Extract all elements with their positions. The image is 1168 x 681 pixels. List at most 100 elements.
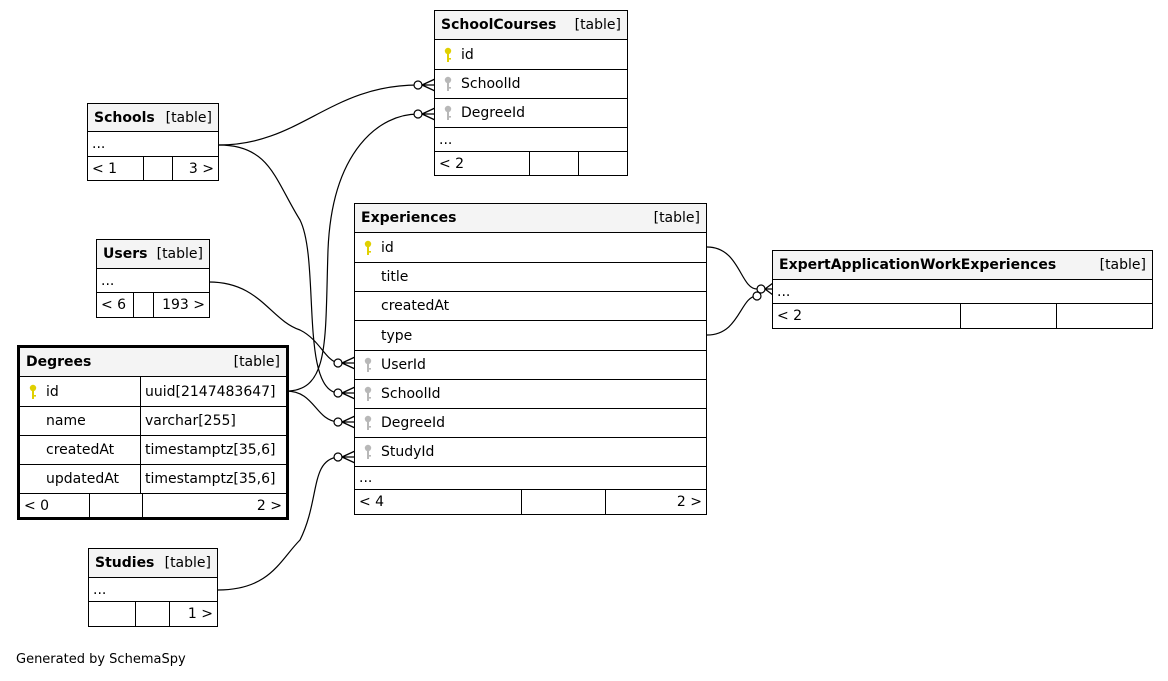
column-row[interactable]: UserId (355, 351, 706, 380)
parents-count[interactable]: < 2 (435, 152, 530, 175)
table-type: [table] (164, 555, 211, 571)
column-name: SchoolId (381, 386, 441, 402)
table-degrees[interactable]: Degrees [table] id uuid[2147483647] name… (17, 345, 289, 520)
more-columns-ellipsis: ... (773, 280, 1152, 304)
column-name: StudyId (381, 444, 435, 460)
column-row[interactable]: type (355, 321, 706, 351)
parents-count[interactable]: < 4 (355, 490, 522, 514)
column-row[interactable]: id uuid[2147483647] (20, 377, 286, 407)
parents-count[interactable]: < 0 (20, 494, 90, 517)
primary-key-icon (355, 240, 381, 256)
columns-count (961, 304, 1057, 328)
children-count[interactable]: 2 > (676, 494, 702, 510)
children-count[interactable]: 193 > (162, 297, 205, 313)
table-footer: < 2 (435, 152, 627, 175)
edge-users-experiences (208, 281, 339, 364)
table-header: Users [table] (97, 240, 209, 269)
table-header: Degrees [table] (20, 348, 286, 377)
children-count[interactable] (1057, 304, 1152, 328)
column-row[interactable]: title (355, 263, 706, 292)
table-name: Schools (94, 109, 155, 126)
edge-schools-experiences (218, 144, 339, 394)
table-type: [table] (233, 354, 280, 370)
table-footer: < 0 2 > (20, 494, 286, 517)
table-header: Schools [table] (88, 104, 218, 132)
column-name: id (46, 383, 59, 400)
column-row[interactable]: id (435, 40, 627, 70)
table-schoolcourses[interactable]: SchoolCourses [table] id SchoolId Degree… (434, 10, 628, 176)
children-count[interactable]: 2 > (256, 497, 282, 514)
table-studies[interactable]: Studies [table] ... 1 > (88, 548, 218, 627)
parents-count[interactable]: < 2 (773, 304, 961, 328)
column-name: name (46, 413, 86, 429)
children-count[interactable]: 3 > (188, 160, 214, 177)
columns-count (90, 494, 143, 517)
column-name: createdAt (381, 298, 450, 314)
column-row[interactable]: name varchar[255] (20, 407, 286, 436)
table-name: ExpertApplicationWorkExperiences (779, 257, 1057, 273)
table-users[interactable]: Users [table] ... < 6 193 > (96, 239, 210, 318)
columns-count (134, 293, 154, 317)
table-header: Experiences [table] (355, 204, 706, 233)
table-experiences[interactable]: Experiences [table] id title createdAt t… (354, 203, 707, 515)
column-row[interactable]: createdAt (355, 292, 706, 321)
foreign-key-icon (435, 76, 461, 92)
column-row[interactable]: StudyId (355, 438, 706, 467)
table-expertapplicationworkexperiences[interactable]: ExpertApplicationWorkExperiences [table]… (772, 250, 1153, 329)
table-footer: < 6 193 > (97, 293, 209, 317)
column-row[interactable]: updatedAt timestamptz[35,6] (20, 465, 286, 494)
column-datatype: uuid[2147483647] (145, 383, 276, 400)
columns-count (144, 157, 173, 180)
parents-count[interactable]: < 1 (88, 157, 144, 180)
table-header: SchoolCourses [table] (435, 11, 627, 40)
edge-degrees-schoolcourses (285, 113, 419, 392)
column-row[interactable]: DegreeId (435, 99, 627, 128)
column-row[interactable]: DegreeId (355, 409, 706, 438)
columns-count (136, 602, 170, 626)
column-name: UserId (381, 357, 426, 373)
column-row[interactable]: id (355, 233, 706, 263)
children-count[interactable] (579, 152, 627, 175)
table-type: [table] (574, 17, 621, 33)
column-datatype: timestamptz[35,6] (145, 471, 276, 487)
children-count[interactable]: 1 > (187, 606, 213, 622)
more-columns-ellipsis: ... (355, 467, 706, 490)
column-name: DegreeId (461, 105, 525, 121)
more-columns-ellipsis: ... (89, 578, 217, 602)
edge-studies-experiences (217, 456, 339, 591)
column-name: id (381, 239, 394, 256)
column-name: createdAt (46, 442, 115, 458)
table-type: [table] (156, 246, 203, 262)
edge-schools-schoolcourses (218, 84, 419, 146)
table-name: SchoolCourses (441, 17, 557, 33)
table-footer: 1 > (89, 602, 217, 626)
parents-count[interactable] (89, 602, 136, 626)
foreign-key-icon (355, 386, 381, 402)
table-header: ExpertApplicationWorkExperiences [table] (773, 251, 1152, 280)
column-name: type (381, 327, 413, 344)
column-datatype: varchar[255] (145, 413, 236, 429)
edge-degrees-experiences (285, 390, 339, 423)
column-name: DegreeId (381, 415, 445, 431)
table-footer: < 1 3 > (88, 157, 218, 180)
column-row[interactable]: SchoolId (435, 70, 627, 99)
more-columns-ellipsis: ... (435, 128, 627, 152)
table-type: [table] (165, 109, 212, 126)
more-columns-ellipsis: ... (97, 269, 209, 293)
primary-key-icon (435, 47, 461, 63)
primary-key-icon (20, 384, 46, 400)
foreign-key-icon (355, 357, 381, 373)
table-name: Users (103, 246, 148, 262)
table-schools[interactable]: Schools [table] ... < 1 3 > (87, 103, 219, 181)
parents-count[interactable]: < 6 (97, 293, 134, 317)
edge-experiences-expertapp-2 (706, 295, 758, 336)
table-name: Studies (95, 555, 155, 571)
column-row[interactable]: createdAt timestamptz[35,6] (20, 436, 286, 465)
columns-count (530, 152, 579, 175)
columns-count (522, 490, 606, 514)
column-row[interactable]: SchoolId (355, 380, 706, 409)
foreign-key-icon (355, 415, 381, 431)
table-footer: < 4 2 > (355, 490, 706, 514)
table-name: Degrees (26, 354, 92, 370)
edge-experiences-expertapp-1 (706, 246, 758, 290)
